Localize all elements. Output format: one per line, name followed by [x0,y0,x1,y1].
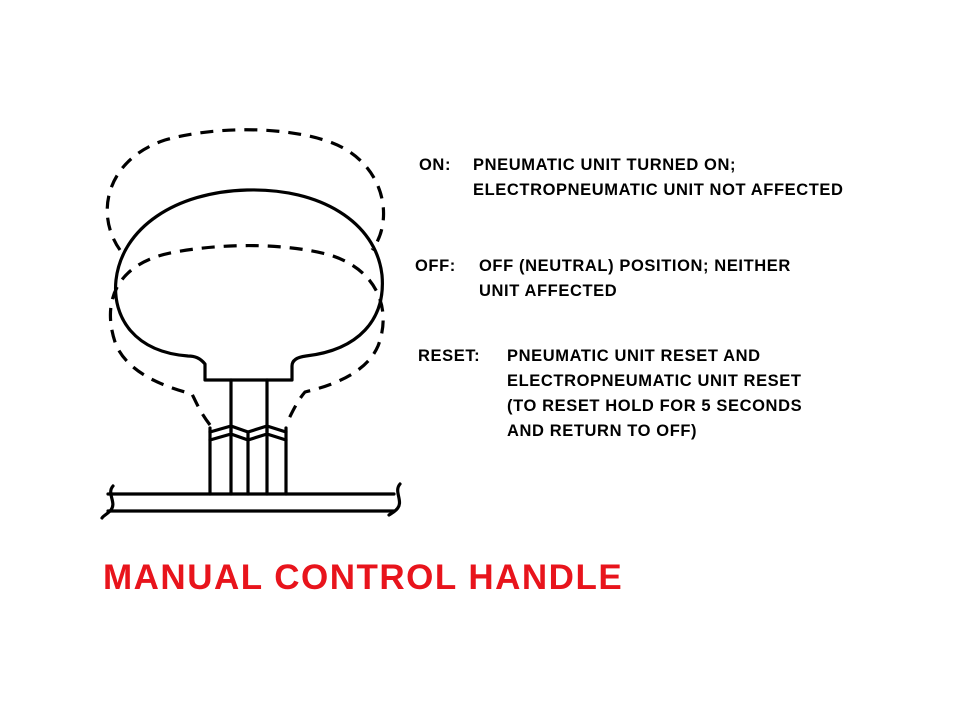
handle-on-position-outline [105,128,386,251]
legend-on-key: ON: [419,156,452,174]
legend-off-line: UNIT AFFECTED [479,282,618,300]
legend-on-line: ELECTROPNEUMATIC UNIT NOT AFFECTED [473,181,844,199]
legend-reset-line: PNEUMATIC UNIT RESET AND [507,347,761,365]
legend-reset-line: (TO RESET HOLD FOR 5 SECONDS [507,397,803,415]
legend-on-line: PNEUMATIC UNIT TURNED ON; [473,156,737,174]
legend-off-key: OFF: [415,257,456,275]
handle-stem [208,378,288,496]
handle-reset-position-outline [108,243,385,426]
legend-reset-description: PNEUMATIC UNIT RESET AND ELECTROPNEUMATI… [507,344,802,444]
legend-on-description: PNEUMATIC UNIT TURNED ON; ELECTROPNEUMAT… [473,153,844,203]
base-plate [100,482,402,520]
legend-off-line: OFF (NEUTRAL) POSITION; NEITHER [479,257,791,275]
legend-reset-key: RESET: [418,347,481,365]
legend-reset-line: ELECTROPNEUMATIC UNIT RESET [507,372,802,390]
legend-off-description: OFF (NEUTRAL) POSITION; NEITHER UNIT AFF… [479,254,791,304]
legend-reset-line: AND RETURN TO OFF) [507,422,698,440]
diagram-caption: MANUAL CONTROL HANDLE [103,558,624,597]
handle-off-position-outline [113,188,384,382]
